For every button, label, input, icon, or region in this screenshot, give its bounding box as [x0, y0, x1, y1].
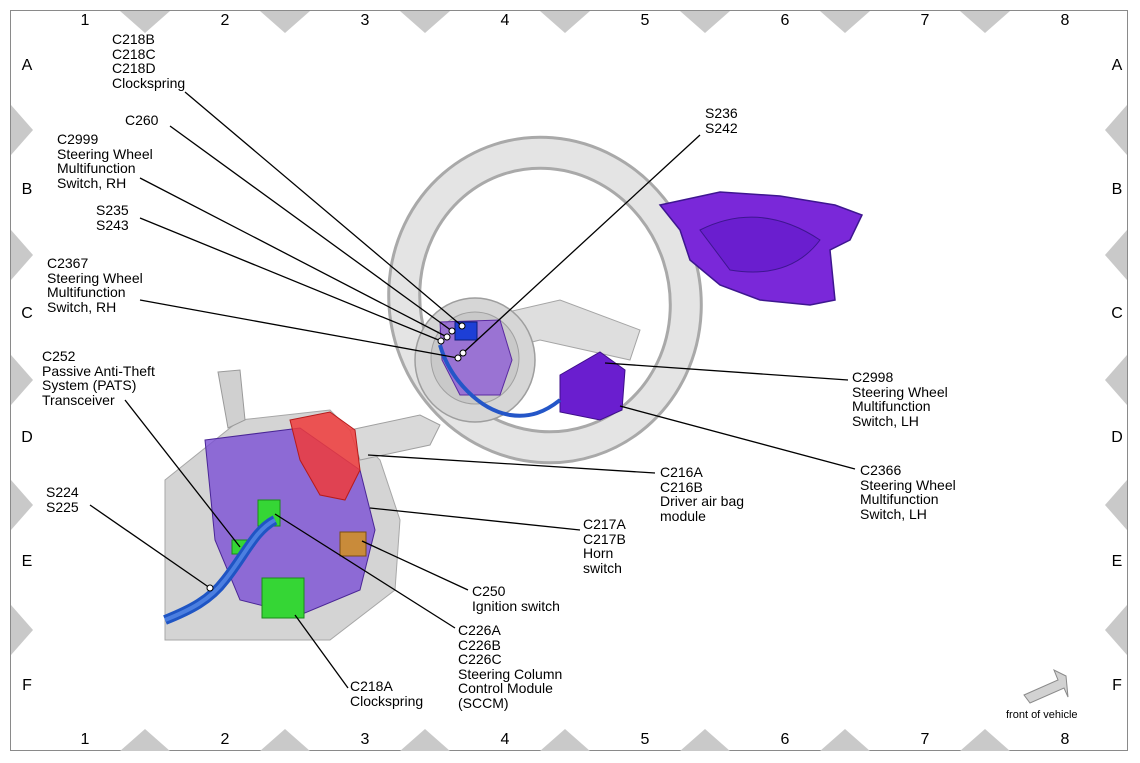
label-s236-s242: S236 S242: [705, 105, 738, 136]
leader-c217: [369, 507, 581, 531]
front-arrow-icon: [1023, 668, 1069, 704]
label-c252-pats: C252 Passive Anti-Theft System (PATS) Tr…: [42, 348, 155, 408]
grid-column-label: 7: [920, 731, 930, 748]
label-c226-sccm: C226A C226B C226C Steering Column Contro…: [458, 622, 563, 711]
zone-marker: [260, 11, 310, 33]
zone-marker: [400, 729, 450, 751]
grid-row-label: C: [21, 305, 33, 322]
leader-s236: [462, 134, 701, 354]
zone-marker: [11, 480, 33, 530]
zone-marker: [820, 729, 870, 751]
hub-connector: [454, 321, 478, 341]
leader-c218bcd: [184, 91, 463, 327]
grid-column-label: 6: [780, 12, 790, 29]
grid-row-label: A: [1111, 57, 1123, 74]
grid-row-label: A: [21, 57, 33, 74]
grid-row-label: E: [21, 553, 33, 570]
grid-column-label: 5: [640, 731, 650, 748]
leader-c250: [361, 540, 469, 591]
zone-marker: [540, 11, 590, 33]
label-c2998: C2998 Steering Wheel Multifunction Switc…: [852, 369, 948, 429]
label-c250-ignition: C250 Ignition switch: [472, 583, 560, 614]
grid-column-label: 3: [360, 12, 370, 29]
zone-marker: [400, 11, 450, 33]
zone-marker: [11, 105, 33, 155]
leader-c252: [124, 399, 241, 548]
grid-column-label: 1: [80, 12, 90, 29]
grid-row-label: D: [1111, 429, 1123, 446]
grid-column-label: 8: [1060, 731, 1070, 748]
leader-c2367: [139, 299, 459, 359]
wheel-harness: [438, 344, 562, 418]
zone-marker: [820, 11, 870, 33]
zone-marker: [540, 729, 590, 751]
leader-c226: [274, 513, 456, 629]
grid-row-label: C: [1111, 305, 1123, 322]
leader-c2998: [604, 362, 849, 381]
ignition-connector: [339, 531, 367, 557]
leader-c260: [169, 125, 453, 332]
zone-marker: [11, 230, 33, 280]
zone-marker: [960, 729, 1010, 751]
zone-marker: [1105, 355, 1127, 405]
zone-marker: [11, 605, 33, 655]
zone-marker: [680, 11, 730, 33]
label-c2367: C2367 Steering Wheel Multifunction Switc…: [47, 255, 143, 315]
grid-column-label: 7: [920, 12, 930, 29]
clockspring-connector-green: [261, 577, 305, 619]
zone-marker: [120, 729, 170, 751]
zone-marker: [960, 11, 1010, 33]
zone-marker: [1105, 605, 1127, 655]
label-c218bcd-clockspring: C218B C218C C218D Clockspring: [112, 31, 186, 91]
grid-column-label: 6: [780, 731, 790, 748]
leader-endpoints: [206, 322, 467, 592]
grid-row-label: D: [21, 429, 33, 446]
grid-row-label: B: [1111, 181, 1123, 198]
grid-row-label: F: [22, 677, 32, 694]
leader-c216: [367, 454, 656, 474]
zone-marker: [1105, 480, 1127, 530]
label-c216-airbag: C216A C216B Driver air bag module: [660, 464, 745, 524]
grid-column-label: 4: [500, 731, 510, 748]
leader-c2366: [619, 405, 856, 470]
grid-row-label: F: [1112, 677, 1122, 694]
label-s224-s225: S224 S225: [46, 484, 79, 515]
clockspring-red: [289, 411, 361, 501]
leader-lines: [89, 91, 856, 689]
grid-column-label: 3: [360, 731, 370, 748]
zone-marker: [680, 729, 730, 751]
leader-s224: [89, 504, 211, 589]
grid-column-label: 2: [220, 12, 230, 29]
label-c2366: C2366 Steering Wheel Multifunction Switc…: [860, 462, 956, 522]
label-c218a-clockspring: C218A Clockspring: [350, 678, 424, 709]
leader-c218a: [294, 614, 349, 689]
grid-column-label: 1: [80, 731, 90, 748]
zone-marker: [11, 355, 33, 405]
zone-marker: [1105, 105, 1127, 155]
label-c2999: C2999 Steering Wheel Multifunction Switc…: [57, 131, 153, 191]
label-s235-s243: S235 S243: [96, 202, 129, 233]
lh-switch-module: [559, 351, 626, 421]
grid-column-label: 8: [1060, 12, 1070, 29]
zone-marker: [1105, 230, 1127, 280]
zone-marker: [120, 11, 170, 33]
grid-column-label: 4: [500, 12, 510, 29]
leader-c2999: [139, 177, 448, 338]
front-of-vehicle-label: front of vehicle: [1006, 709, 1078, 721]
steering-column: [163, 369, 441, 641]
leader-s235: [139, 217, 442, 342]
grid-column-label: 5: [640, 12, 650, 29]
grid-column-label: 2: [220, 731, 230, 748]
label-c217-horn: C217A C217B Horn switch: [583, 516, 626, 576]
label-c260: C260: [125, 112, 159, 128]
zone-marker: [260, 729, 310, 751]
grid-row-label: E: [1111, 553, 1123, 570]
grid-row-label: B: [21, 181, 33, 198]
